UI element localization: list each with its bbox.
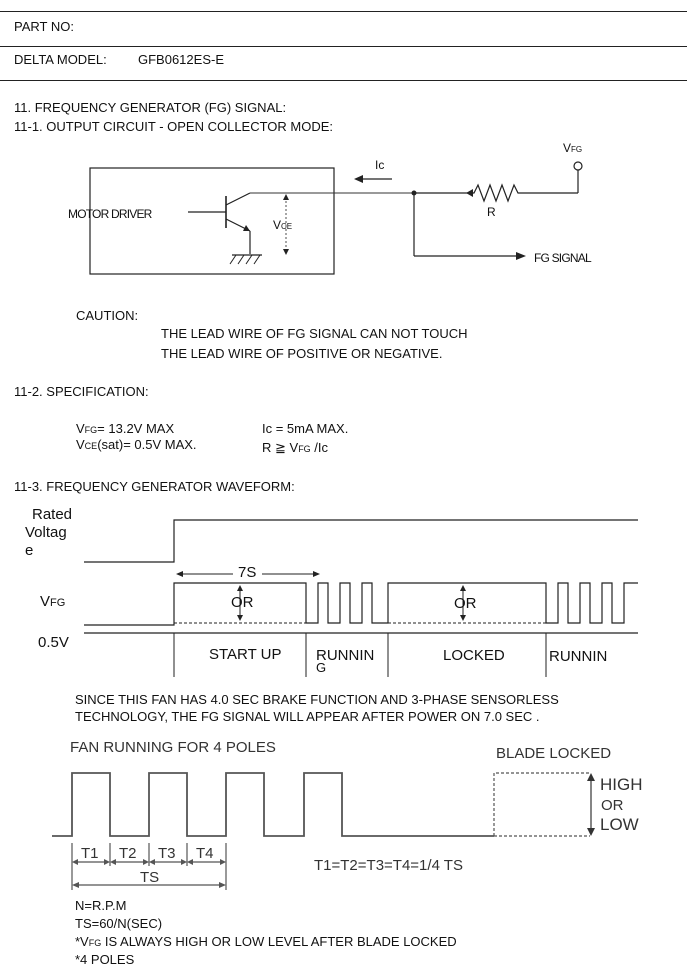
voltage-label: Voltag xyxy=(25,524,67,541)
running-label-1: RUNNIN xyxy=(316,647,375,664)
waveform-vfg-label: VFG xyxy=(40,593,66,610)
footer-line-1: N=R.P.M xyxy=(75,898,127,913)
circuit-vfg-label: VFG xyxy=(563,141,583,155)
emitter-arrow xyxy=(243,225,250,231)
rule-2 xyxy=(0,46,687,47)
circuit-vce-label: VCE xyxy=(273,218,293,232)
low-label: LOW xyxy=(600,815,639,834)
vfg-terminal xyxy=(573,161,583,171)
voltage-label-e: e xyxy=(25,542,34,559)
caution-label: CAUTION: xyxy=(76,308,139,323)
running-label-1b: G xyxy=(316,660,327,675)
t1-label: T1 xyxy=(81,845,99,862)
timing-equation: T1=T2=T3=T4=1/4 TS xyxy=(314,857,463,874)
footer-line-4: *4 POLES xyxy=(75,952,135,967)
fg-arrow xyxy=(516,252,526,260)
blade-locked-label: BLADE LOCKED xyxy=(496,745,612,762)
or-label-1: OR xyxy=(231,594,254,611)
blade-locked-dashed xyxy=(493,772,590,836)
resistor-label: R xyxy=(487,205,496,219)
top-rule xyxy=(0,11,687,12)
rated-label: Rated xyxy=(32,506,73,523)
t4-label: T4 xyxy=(196,845,214,862)
poles-pulse-train xyxy=(52,772,494,837)
section-11-1-title: 11-1. OUTPUT CIRCUIT - OPEN COLLECTOR MO… xyxy=(14,119,334,134)
waveform-title: 11-3. FREQUENCY GENERATOR WAVEFORM: xyxy=(14,479,295,494)
note-line-1: SINCE THIS FAN HAS 4.0 SEC BRAKE FUNCTIO… xyxy=(75,692,559,707)
spec-r: R ≧ VFG /Ic xyxy=(262,440,329,455)
spec-ic: Ic = 5mA MAX. xyxy=(262,421,349,436)
footer-line-2: TS=60/N(SEC) xyxy=(75,916,163,931)
transistor-collector xyxy=(225,192,251,206)
t3-label: T3 xyxy=(158,845,176,862)
section-11-title: 11. FREQUENCY GENERATOR (FG) SIGNAL: xyxy=(14,100,287,115)
note-line-2: TECHNOLOGY, THE FG SIGNAL WILL APPEAR AF… xyxy=(75,709,540,724)
part-no-label: PART NO: xyxy=(14,19,74,34)
fg-signal-label: FG SIGNAL xyxy=(534,251,592,265)
rated-voltage-line xyxy=(84,519,638,563)
high-label: HIGH xyxy=(600,775,643,794)
delta-model-value: GFB0612ES-E xyxy=(138,52,224,67)
motor-driver-label: MOTOR DRIVER xyxy=(68,207,152,221)
footer-line-3: *VFG IS ALWAYS HIGH OR LOW LEVEL AFTER B… xyxy=(75,934,457,949)
resistor xyxy=(464,183,578,203)
v05-label: 0.5V xyxy=(38,634,69,651)
spec-vfg: VFG= 13.2V MAX xyxy=(76,421,175,436)
fg-signal-waveform xyxy=(84,582,638,626)
rule-3 xyxy=(0,80,687,81)
seven-s-label: 7S xyxy=(238,564,257,581)
delta-model-label: DELTA MODEL: xyxy=(14,52,107,67)
poles-title: FAN RUNNING FOR 4 POLES xyxy=(70,739,276,756)
motor-driver-box xyxy=(89,167,335,275)
caution-line-2: THE LEAD WIRE OF POSITIVE OR NEGATIVE. xyxy=(161,346,443,361)
running-label-2: RUNNIN xyxy=(549,648,608,665)
ic-label: Ic xyxy=(375,158,385,172)
t2-label: T2 xyxy=(119,845,137,862)
spec-vce: VCE(sat)= 0.5V MAX. xyxy=(76,437,197,452)
spec-title: 11-2. SPECIFICATION: xyxy=(14,384,149,399)
or-label-2: OR xyxy=(454,595,477,612)
start-up-label: START UP xyxy=(209,646,282,663)
or-label: OR xyxy=(601,797,624,814)
locked-label: LOCKED xyxy=(443,647,505,664)
ts-label: TS xyxy=(140,869,160,886)
caution-line-1: THE LEAD WIRE OF FG SIGNAL CAN NOT TOUCH xyxy=(161,326,468,341)
